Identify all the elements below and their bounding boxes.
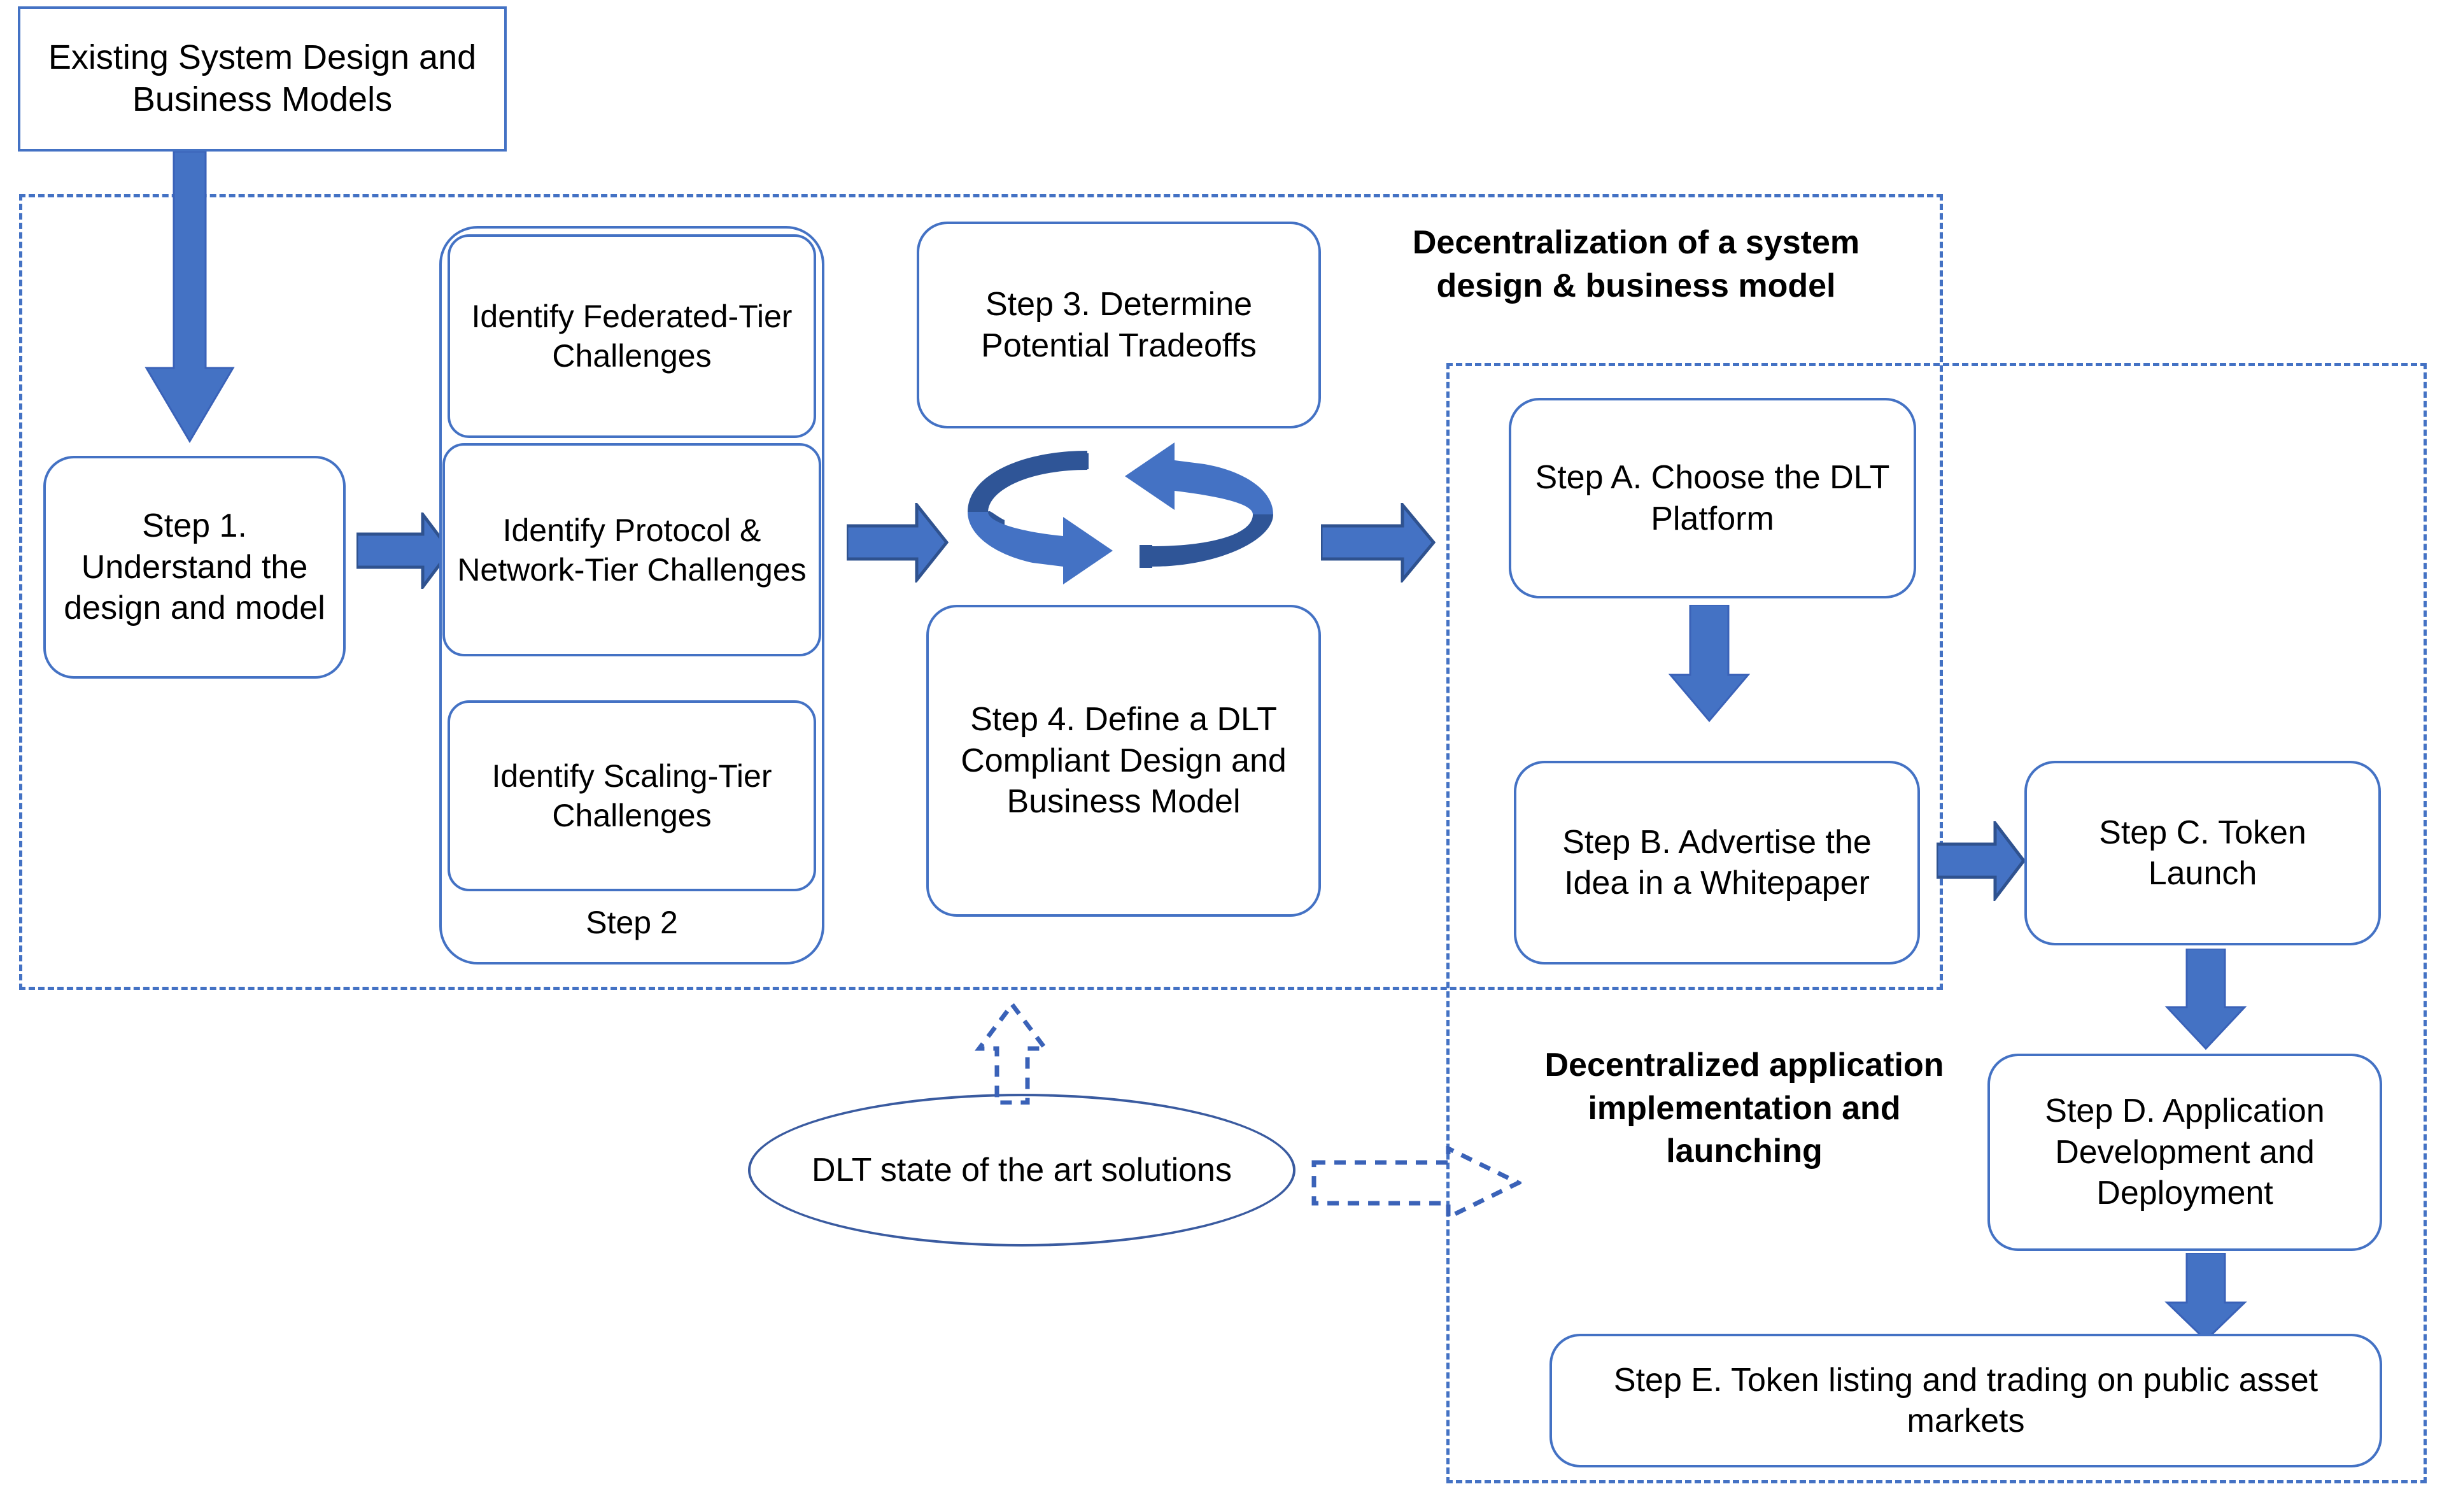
step3-box: Step 3. Determine Potential Tradeoffs <box>917 222 1321 428</box>
step4-box: Step 4. Define a DLT Compliant Design an… <box>926 605 1321 917</box>
arrow-stepC-to-stepD <box>2164 949 2247 1050</box>
step2-sub-federated-tier: Identify Federated-Tier Challenges <box>448 234 816 438</box>
region-decentralization-caption: Decentralization of a system design & bu… <box>1412 224 1860 304</box>
region-decentralization <box>19 194 1943 990</box>
stepB-box: Step B. Advertise the Idea in a Whitepap… <box>1514 761 1920 964</box>
stepA-box: Step A. Choose the DLT Platform <box>1509 398 1916 598</box>
arrow-title-to-step1 <box>143 152 236 446</box>
arrow-cycle-to-stepA <box>1321 503 1436 583</box>
region-dapp-caption: Decentralized application implementation… <box>1544 1047 1944 1170</box>
arrow-stepA-to-stepB <box>1668 605 1751 723</box>
arrow-step1-to-step2 <box>356 512 452 589</box>
step2-group-label: Step 2 <box>586 905 678 940</box>
arrow-step2-to-cycle <box>847 503 949 583</box>
stepD-box: Step D. Application Development and Depl… <box>1987 1054 2382 1251</box>
step2-sub-scaling-tier: Identify Scaling-Tier Challenges <box>448 700 816 891</box>
existing-system-design-box: Existing System Design and Business Mode… <box>18 6 507 152</box>
arrow-solutions-to-region2 <box>1311 1146 1521 1222</box>
step2-sub-protocol-network-tier: Identify Protocol & Network-Tier Challen… <box>442 443 821 656</box>
arrow-stepD-to-stepE <box>2164 1253 2247 1342</box>
region-dapp-implementation <box>1446 363 2427 1483</box>
circular-cycle-arrows-icon <box>949 439 1292 586</box>
stepE-box: Step E. Token listing and trading on pub… <box>1549 1334 2382 1467</box>
step1-box: Step 1. Understand the design and model <box>43 456 346 679</box>
arrow-solutions-to-region1 <box>974 1003 1050 1105</box>
stepC-box: Step C. Token Launch <box>2024 761 2381 945</box>
arrow-stepB-to-stepC <box>1937 821 2026 901</box>
dlt-solutions-ellipse: DLT state of the art solutions <box>748 1094 1295 1247</box>
